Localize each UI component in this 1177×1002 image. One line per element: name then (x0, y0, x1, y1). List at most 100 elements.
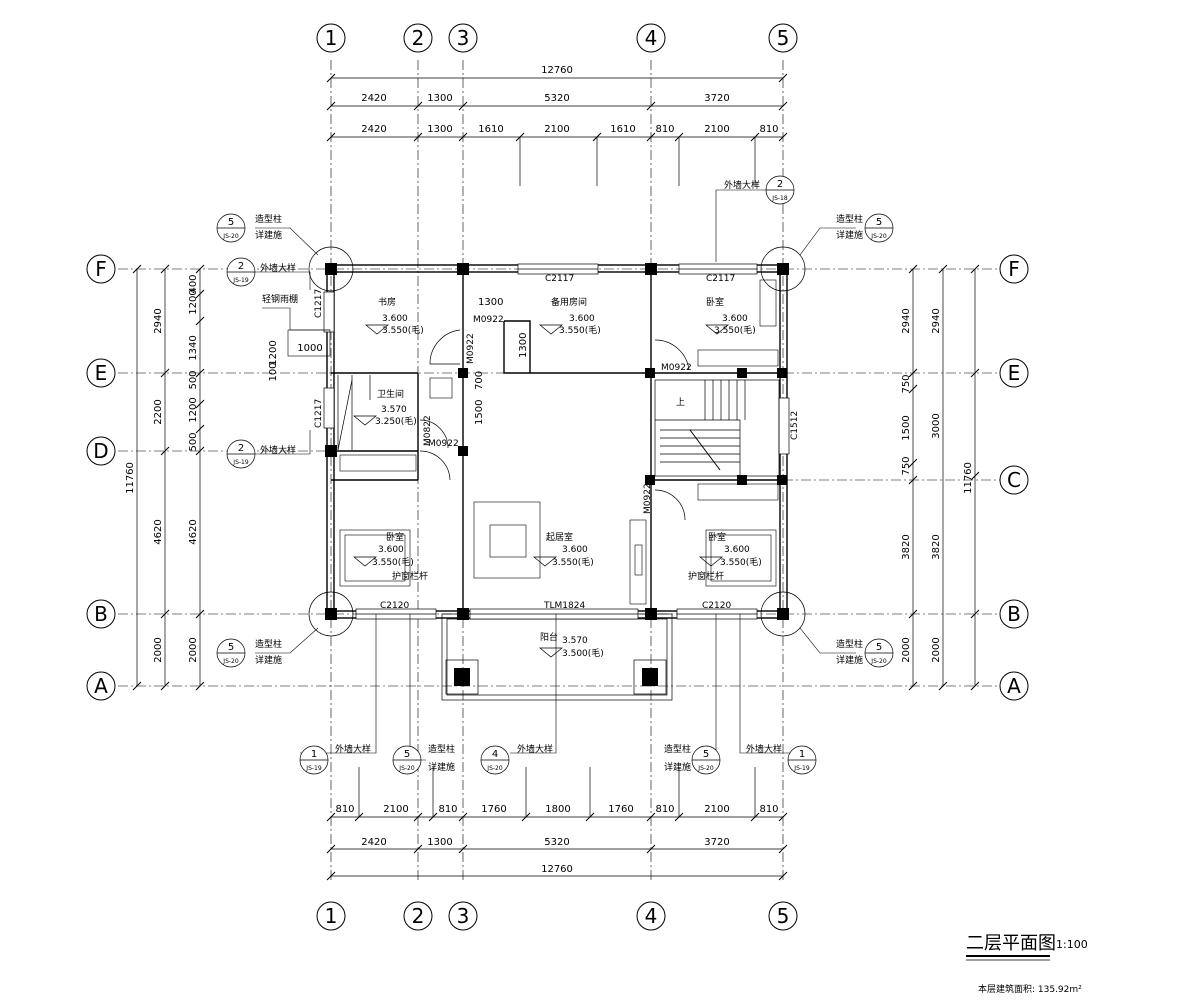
windows (323, 263, 790, 620)
doors (419, 329, 690, 521)
floor-area-note: 本层建筑面积: 135.92m² (978, 983, 1082, 995)
dim-right-overall: 11760 (963, 462, 974, 494)
stair (654, 379, 780, 477)
dim-right-o4: 2000 (931, 637, 942, 662)
sofa (473, 501, 541, 579)
dim-top-r3-2: 1300 (427, 124, 452, 135)
room-living-level: 3.600 (562, 545, 588, 555)
dim-top-r3-7: 2100 (704, 124, 729, 135)
dim-top-r2-4: 3720 (704, 93, 729, 104)
grid-B-left: B (94, 602, 108, 626)
dim-right-i3: 1500 (901, 415, 912, 440)
furniture (339, 279, 779, 605)
dim-left-o1: 2940 (153, 308, 164, 333)
note-deco-col-b4: 造型柱 (664, 743, 691, 755)
grid-E-left: E (95, 361, 108, 385)
room-labels: 书房 3.600 3.550(毛) 备用房间 3.600 3.550(毛) 卧室… (372, 296, 762, 659)
grid-F-right: F (1008, 257, 1020, 281)
ref-12-sheet: JS-19 (793, 765, 810, 772)
grid-bubbles (86, 23, 1029, 931)
dim-bot-r1-1: 810 (335, 804, 354, 815)
note-deco-col-tr: 造型柱 (836, 213, 863, 225)
decorative-column-circles (308, 246, 806, 637)
grid-4-top: 4 (645, 26, 658, 50)
note-wall-detail-top-right: 外墙大样 (724, 179, 760, 191)
dim-left-o4: 2000 (153, 637, 164, 662)
dim-top-r2-1: 2420 (361, 93, 386, 104)
note-rail-left: 护窗栏杆 (392, 570, 428, 582)
ref-5-sheet: JS-20 (870, 233, 887, 240)
dim-right-i5: 3820 (901, 534, 912, 559)
ref-2-sheet: JS-19 (232, 277, 249, 284)
stair-up-arrow-icon: 上 (676, 397, 685, 408)
left-dimension-texts: 11760 2940 2200 4620 2000 400 1200 1340 … (125, 274, 323, 662)
dim-canopy-width: 1000 (297, 343, 322, 354)
room-balcony-name: 阳台 (540, 631, 558, 643)
door-m0922-b: M0922 (466, 333, 476, 364)
room-living-sub: 3.550(毛) (552, 556, 594, 568)
room-bed2-level: 3.600 (378, 545, 404, 555)
dim-left-i3: 1340 (188, 335, 199, 360)
room-study-level: 3.600 (382, 314, 408, 324)
note-wall-detail-b5: 外墙大样 (746, 743, 782, 755)
grid-2-bottom: 2 (412, 904, 425, 928)
ref-2-num: 2 (238, 261, 244, 272)
room-bed2-sub: 3.550(毛) (372, 556, 414, 568)
dim-bot-overall: 12760 (541, 864, 573, 875)
dim-inner-700: 700 (474, 371, 485, 390)
grid-F-left: F (95, 257, 107, 281)
grid-4-bottom: 4 (645, 904, 658, 928)
dim-top-overall: 12760 (541, 65, 573, 76)
room-study-sub: 3.550(毛) (382, 324, 424, 336)
dim-bot-r2-4: 3720 (704, 837, 729, 848)
ref-4-sheet: JS-18 (771, 195, 788, 202)
room-bed3-sub: 3.550(毛) (720, 556, 762, 568)
door-m0922-a: M0922 (473, 315, 504, 325)
wardrobe-top-right (697, 349, 779, 367)
ref-5-num: 5 (876, 217, 882, 228)
level-markers (353, 324, 729, 658)
dim-right-i4: 750 (901, 456, 912, 475)
dim-right-o3: 3820 (931, 534, 942, 559)
room-bed1-name: 卧室 (706, 296, 724, 308)
grid-3-top: 3 (457, 26, 470, 50)
bed-right (705, 529, 777, 587)
detail-ref-dividers (217, 189, 893, 761)
dim-top-r3-4: 2100 (544, 124, 569, 135)
dim-bot-r2-1: 2420 (361, 837, 386, 848)
ref-6-num: 5 (228, 642, 234, 653)
ref-11-num: 5 (703, 749, 709, 760)
dim-top-r3-5: 1610 (610, 124, 635, 135)
note-deco-col-bl: 造型柱 (255, 638, 282, 650)
note-wall-detail-b3: 外墙大样 (517, 743, 553, 755)
dim-right-i6: 2000 (901, 637, 912, 662)
note-wall-detail-mid-left: 外墙大样 (260, 444, 296, 456)
dim-bot-r2-3: 5320 (544, 837, 569, 848)
note-deco-col-br: 造型柱 (836, 638, 863, 650)
dim-right-i1: 2940 (901, 308, 912, 333)
dim-left-i8: 2000 (188, 637, 199, 662)
bottom-dimension-texts: 810 2100 810 1760 1800 1760 810 2100 810… (335, 804, 778, 875)
dim-bot-r1-8: 2100 (704, 804, 729, 815)
ref-11-sheet: JS-20 (697, 765, 714, 772)
dim-canopy-gap: 100 (268, 362, 279, 381)
dim-left-o2: 2200 (153, 399, 164, 424)
window-c1217-a: C1217 (314, 289, 324, 318)
ref-7-sheet: JS-20 (870, 658, 887, 665)
room-bath-level: 3.570 (381, 405, 407, 415)
dim-left-i7: 4620 (188, 519, 199, 544)
note-see-arch-tl: 详建施 (255, 229, 282, 241)
dim-top-r3-6: 810 (655, 124, 674, 135)
dim-top-r3-8: 810 (759, 124, 778, 135)
window-c2117-b: C2117 (706, 274, 735, 284)
note-deco-col-b2: 造型柱 (428, 743, 455, 755)
dim-left-i6: 500 (188, 432, 199, 451)
note-see-arch-b4: 详建施 (664, 761, 691, 773)
dim-left-o3: 4620 (153, 519, 164, 544)
ref-8-sheet: JS-19 (305, 765, 322, 772)
grid-3-bottom: 3 (457, 904, 470, 928)
room-spare-level: 3.600 (569, 314, 595, 324)
dimension-lines (136, 77, 976, 877)
dim-right-o1: 2940 (931, 308, 942, 333)
